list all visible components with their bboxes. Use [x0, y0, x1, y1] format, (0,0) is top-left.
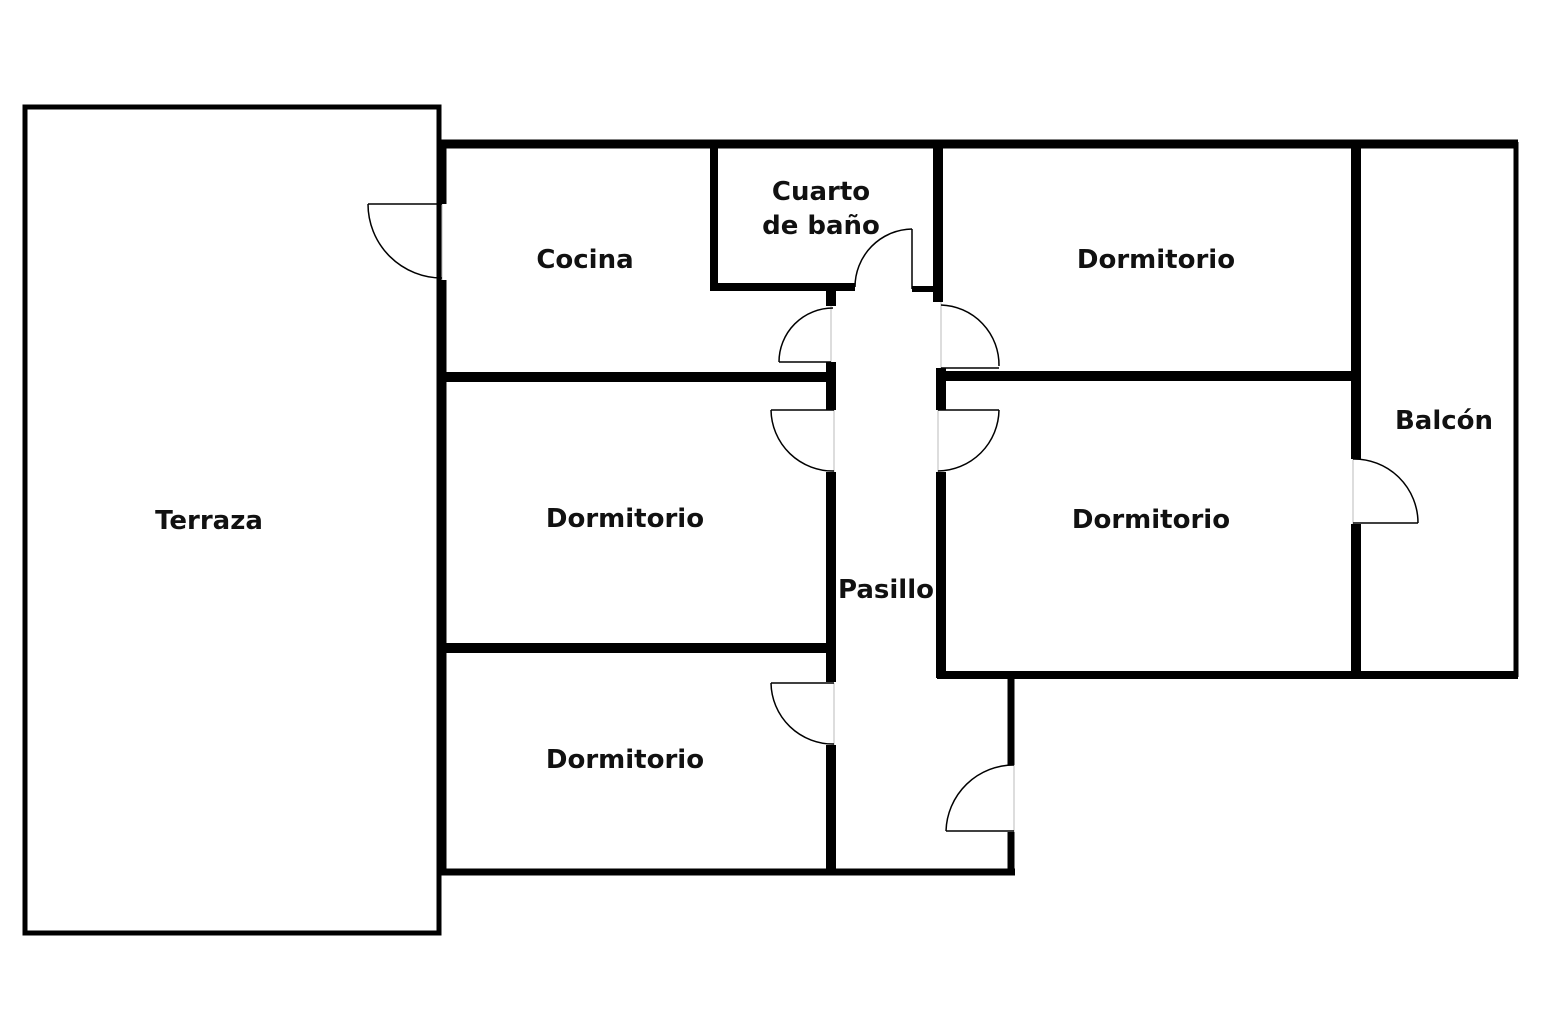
room-label-terraza: Terraza: [155, 506, 263, 536]
door-terraza: [367, 203, 443, 280]
room-label-bano-line2: de baño: [762, 211, 880, 241]
room-label-balcon: Balcón: [1395, 406, 1493, 436]
door-cocina: [778, 306, 834, 363]
room-label-pasillo: Pasillo: [838, 575, 934, 605]
door-entrada: [945, 764, 1015, 832]
room-label-dormitorio-izquierdo-inferior: Dormitorio: [546, 745, 704, 775]
door-dormitorio-superior-derecho: [940, 302, 1000, 369]
exterior-walls: [437, 139, 1519, 876]
door-dormitorio-derecho-inferior: [937, 409, 1000, 472]
room-label-cocina: Cocina: [536, 245, 633, 275]
room-labels: Terraza Cocina Cuarto de baño Dormitorio…: [155, 177, 1493, 775]
room-label-bano-line1: Cuarto: [772, 177, 870, 207]
door-dormitorio-izquierdo-superior: [770, 409, 835, 472]
room-label-dormitorio-izquierdo-superior: Dormitorio: [546, 504, 704, 534]
doors: [367, 203, 1419, 832]
door-dormitorio-izquierdo-inferior: [770, 682, 835, 745]
interior-walls: [442, 144, 1361, 872]
door-bano: [854, 228, 913, 289]
room-label-dormitorio-superior-derecho: Dormitorio: [1077, 245, 1235, 275]
door-balcon: [1352, 458, 1419, 524]
room-label-dormitorio-derecho-inferior: Dormitorio: [1072, 505, 1230, 535]
